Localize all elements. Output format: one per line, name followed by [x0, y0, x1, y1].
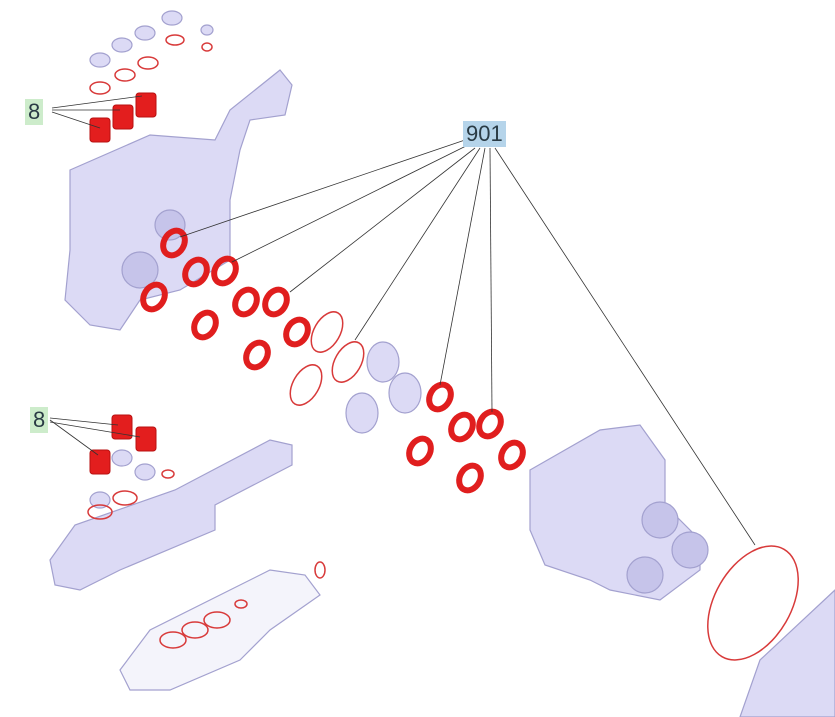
- pump-manifold-lower[interactable]: [49, 439, 293, 591]
- pump-parts: [49, 10, 835, 717]
- callout-label-8-lower[interactable]: 8: [30, 407, 49, 433]
- motor-housing: [739, 589, 835, 717]
- leader-lines: [49, 95, 756, 546]
- o-ring-set-901: [140, 227, 526, 494]
- pump-head-upper[interactable]: [64, 69, 293, 331]
- thin-o-rings: [87, 34, 799, 661]
- callout-label-8-upper[interactable]: 8: [25, 99, 44, 125]
- pump-manifold-outline[interactable]: [119, 569, 321, 691]
- crank-housing[interactable]: [529, 424, 701, 601]
- callout-label-901[interactable]: 901: [463, 121, 506, 147]
